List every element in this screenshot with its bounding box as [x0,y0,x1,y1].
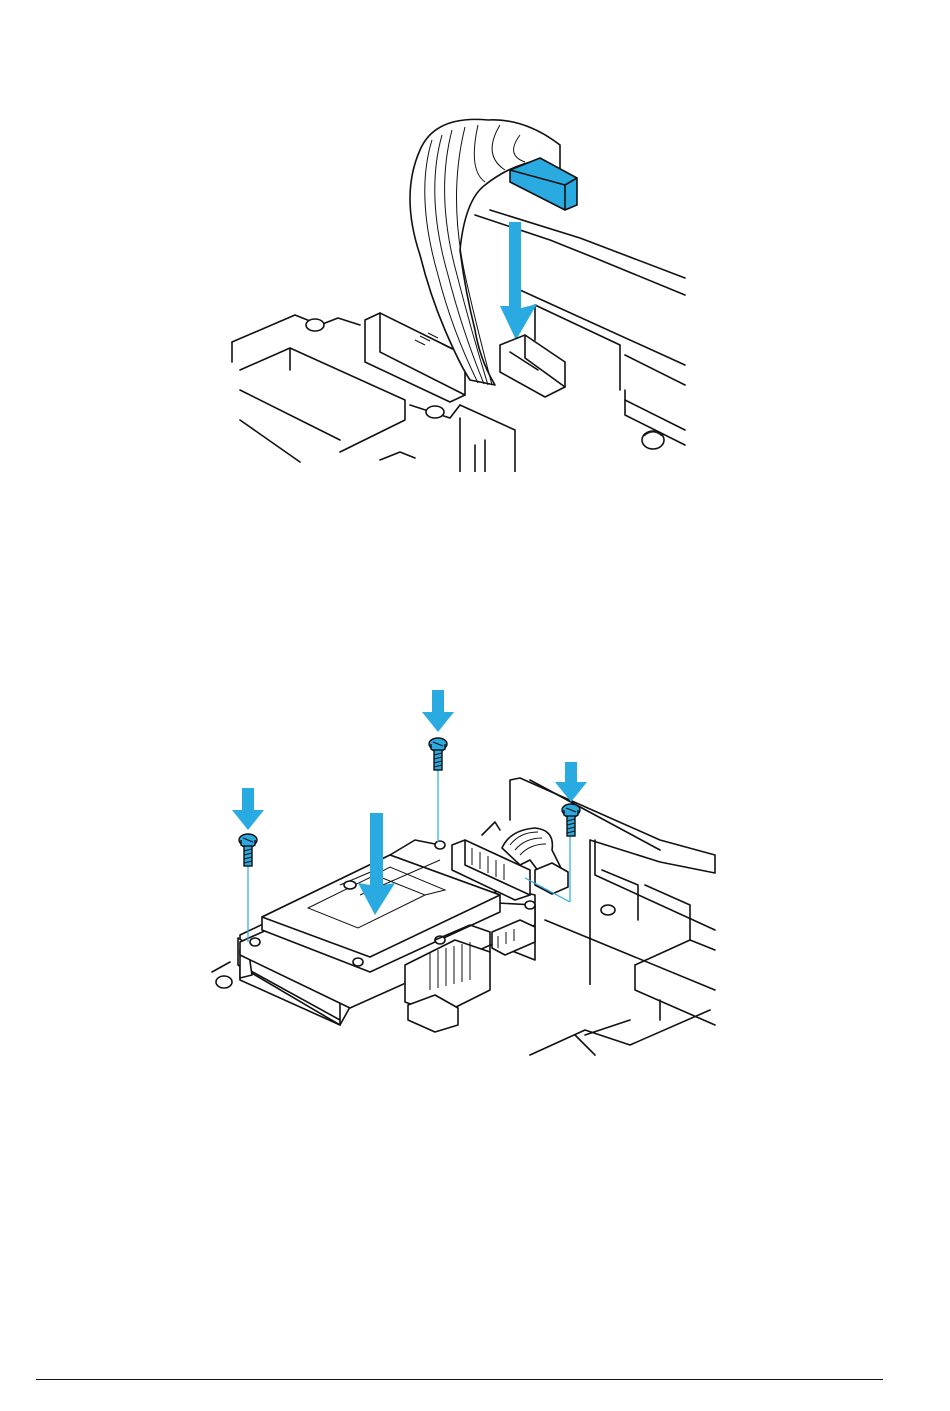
foot-icon [642,431,664,449]
page-footer-rule [36,1379,883,1380]
screw-icon [239,834,257,866]
connector-icon [500,335,565,397]
board-installation-diagram [190,680,720,1065]
cable-connector-icon [510,158,577,210]
down-arrow-icon [232,788,264,830]
screw-icon [429,738,447,770]
printer-frame [475,210,685,449]
foot-icon [601,905,615,915]
foot-icon [216,976,232,988]
down-arrow-icon [422,690,454,732]
cable-connection-diagram [220,100,700,472]
down-arrow-icon [500,222,537,340]
